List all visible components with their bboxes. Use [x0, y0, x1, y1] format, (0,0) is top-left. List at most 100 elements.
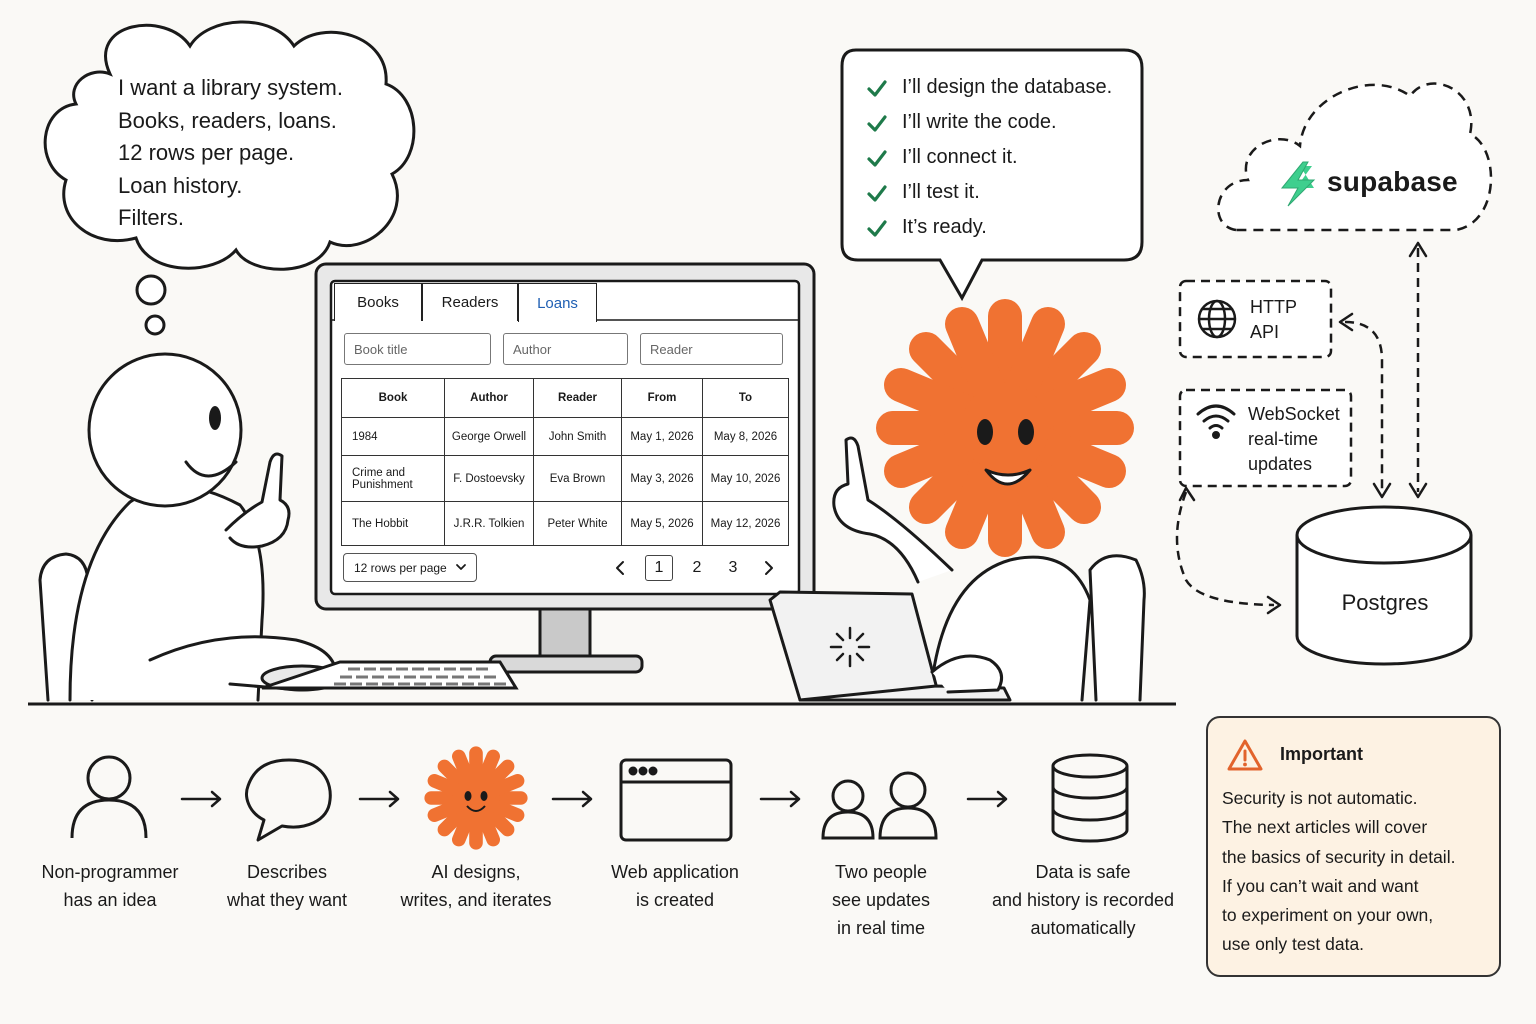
table-row[interactable]: 1984 George Orwell John Smith May 1, 202…: [341, 417, 789, 456]
workflow-step-data-safe: Data is safe and history is recorded aut…: [991, 862, 1175, 938]
table-row[interactable]: Crime and Punishment F. Dostoevsky Eva B…: [341, 455, 789, 502]
page-button-1[interactable]: 1: [645, 555, 673, 581]
websocket-box: [1178, 388, 1353, 488]
wifi-icon: [1196, 404, 1236, 439]
loans-table: Book Author Reader From To 1984 George O…: [341, 378, 789, 546]
workflow-step-idea: Non-programmer has an idea: [41, 862, 179, 910]
websocket-line: real-time: [1248, 429, 1319, 449]
supabase-logo-icon: [1280, 161, 1316, 207]
checklist-item: I’ll test it.: [866, 175, 1112, 210]
cell-author: George Orwell: [444, 417, 534, 456]
checkmark-icon: [867, 114, 887, 132]
checklist-label: It’s ready.: [902, 216, 987, 238]
workflow-step-describe: Describes what they want: [226, 862, 348, 910]
thought-line: Loan history.: [118, 172, 243, 198]
important-line: use only test data.: [1222, 934, 1365, 955]
postgres-label: Postgres: [1341, 590, 1429, 615]
checklist-label: I’ll design the database.: [902, 76, 1113, 98]
thought-line: Filters.: [118, 205, 184, 230]
cell-from: May 3, 2026: [621, 455, 703, 502]
laptop: [768, 590, 1012, 702]
column-header-to[interactable]: To: [702, 378, 789, 418]
important-line: the basics of security in detail.: [1222, 846, 1456, 867]
rows-per-page-value: 12 rows per page: [354, 560, 447, 575]
postgres-cylinder: [1295, 505, 1473, 666]
important-title: Important: [1280, 744, 1363, 764]
important-line: The next articles will cover: [1222, 817, 1428, 838]
tab-readers[interactable]: Readers: [422, 283, 518, 321]
person-icon: [70, 755, 148, 839]
tab-books[interactable]: Books: [334, 283, 422, 321]
thought-line: I want a library system.: [118, 75, 343, 100]
checklist-label: I’ll test it.: [902, 181, 980, 203]
non-programmer-person: [38, 352, 344, 702]
supabase-wordmark: supabase: [1327, 166, 1458, 197]
thought-bubble-text: I want a library system. Books, readers,…: [118, 72, 343, 235]
chevron-left-icon: [616, 561, 624, 575]
thought-line: Books, readers, loans.: [118, 107, 337, 133]
previous-page-button[interactable]: [606, 555, 634, 581]
important-notice-card: Important Security is not automatic. The…: [1206, 716, 1501, 977]
checkmark-icon: [867, 184, 887, 202]
thought-line: 12 rows per page.: [118, 140, 295, 165]
important-line: to experiment on your own,: [1222, 905, 1434, 926]
cell-to: May 8, 2026: [702, 417, 789, 456]
column-header-from[interactable]: From: [621, 378, 703, 418]
table-row[interactable]: The Hobbit J.R.R. Tolkien Peter White Ma…: [341, 501, 789, 546]
websocket-line: WebSocket: [1248, 404, 1340, 424]
thought-bubble: [43, 20, 416, 336]
checklist-item: I’ll write the code.: [866, 105, 1112, 140]
column-header-book[interactable]: Book: [341, 378, 445, 418]
database-icon: [1051, 753, 1129, 843]
important-body: Security is not automatic. The next arti…: [1222, 784, 1455, 960]
cell-book: 1984: [341, 417, 445, 456]
workflow-step-realtime: Two people see updates in real time: [831, 862, 931, 938]
keyboard: [261, 660, 519, 690]
arrowheads: [1178, 241, 1428, 615]
column-header-reader[interactable]: Reader: [533, 378, 622, 418]
cell-reader: John Smith: [533, 417, 622, 456]
checklist-label: I’ll write the code.: [902, 111, 1057, 133]
checklist-item: It’s ready.: [866, 210, 1112, 245]
column-header-author[interactable]: Author: [444, 378, 534, 418]
websocket-label: WebSocket real-time updates: [1248, 402, 1340, 477]
cell-book: The Hobbit: [341, 501, 445, 546]
cell-reader: Eva Brown: [533, 455, 622, 502]
checkmark-icon: [867, 219, 887, 237]
cell-to: May 10, 2026: [702, 455, 789, 502]
cell-reader: Peter White: [533, 501, 622, 546]
checklist-item: I’ll connect it.: [866, 140, 1112, 175]
speech-bubble-icon: [245, 758, 332, 842]
ai-head-star: [893, 316, 1117, 540]
author-filter-input[interactable]: [503, 333, 628, 365]
next-page-button[interactable]: [755, 555, 783, 581]
data-flow-arrows: [1175, 248, 1420, 607]
workflow-step-webapp: Web application is created: [611, 862, 739, 910]
cell-author: J.R.R. Tolkien: [444, 501, 534, 546]
cell-book: Crime and Punishment: [341, 455, 445, 502]
websocket-line: updates: [1248, 454, 1313, 474]
two-people-icon: [821, 771, 938, 840]
tab-loans[interactable]: Loans: [518, 283, 597, 322]
speech-bubble: [840, 48, 1144, 302]
browser-window-icon: [619, 758, 733, 842]
http-api-label: HTTP API: [1250, 295, 1297, 345]
globe-icon: [1197, 299, 1237, 339]
table-header-row: Book Author Reader From To: [341, 378, 789, 418]
cell-to: May 12, 2026: [702, 501, 789, 546]
checkmark-icon: [867, 149, 887, 167]
checkmark-icon: [867, 79, 887, 97]
reader-filter-input[interactable]: [640, 333, 783, 365]
chevron-right-icon: [765, 561, 773, 575]
supabase-cloud: [1217, 82, 1493, 232]
chevron-down-icon: [456, 564, 466, 570]
page-button-3[interactable]: 3: [728, 559, 738, 576]
checklist-item: I’ll design the database.: [866, 70, 1112, 105]
ai-star-icon: [431, 753, 521, 843]
ai-face: [977, 419, 1034, 486]
ai-checklist: I’ll design the database. I’ll write the…: [866, 70, 1112, 245]
book-title-filter-input[interactable]: [344, 333, 491, 365]
page-button-2[interactable]: 2: [692, 559, 702, 576]
important-line: If you can’t wait and want: [1222, 875, 1419, 896]
rows-per-page-select[interactable]: 12 rows per page: [343, 553, 477, 582]
